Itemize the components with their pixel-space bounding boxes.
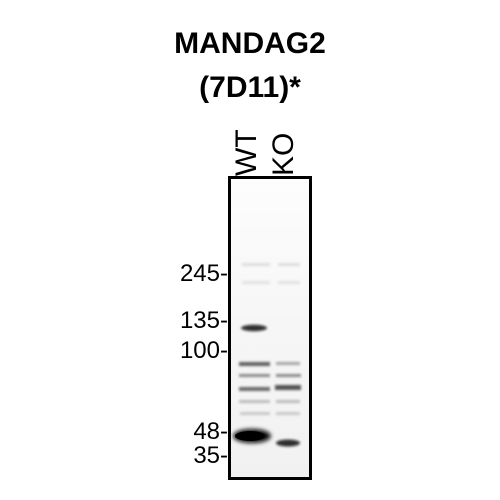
ko-band-75 (276, 374, 301, 377)
wt-band-55 (240, 412, 270, 415)
lane-label-wt: WT (230, 129, 263, 176)
wt-band-60 (239, 400, 270, 403)
marker-label-35: 35- (193, 442, 228, 469)
wt-band-85 (239, 362, 270, 366)
marker-label-48: 48- (193, 418, 228, 445)
wt-band-faint-245 (242, 281, 270, 284)
blot-title-antigen: MANDAG2 (174, 27, 326, 60)
ko-band-60 (276, 400, 300, 403)
wt-band-130 (241, 324, 267, 332)
lane-ko-bands (275, 263, 301, 447)
wt-band-40-core (235, 431, 265, 441)
western-blot-membrane (228, 176, 312, 480)
lane-label-ko: KO (267, 132, 300, 176)
ko-band-85 (276, 362, 300, 365)
ko-band-faint-245 (278, 281, 300, 284)
marker-label-245: 245- (179, 260, 228, 287)
lane-wt-bands (233, 263, 271, 443)
ko-band-36 (276, 439, 300, 447)
ko-band-55 (276, 412, 300, 415)
wt-band-75 (239, 374, 270, 377)
membrane-border (228, 176, 312, 480)
marker-label-135: 135- (179, 307, 228, 334)
blot-title-clone: (7D11)* (199, 71, 301, 104)
ko-band-faint-high (278, 263, 300, 266)
wt-band-faint-high (242, 263, 270, 266)
wt-band-68 (239, 387, 270, 391)
marker-label-100: 100- (179, 337, 228, 364)
ko-band-68 (275, 385, 301, 390)
